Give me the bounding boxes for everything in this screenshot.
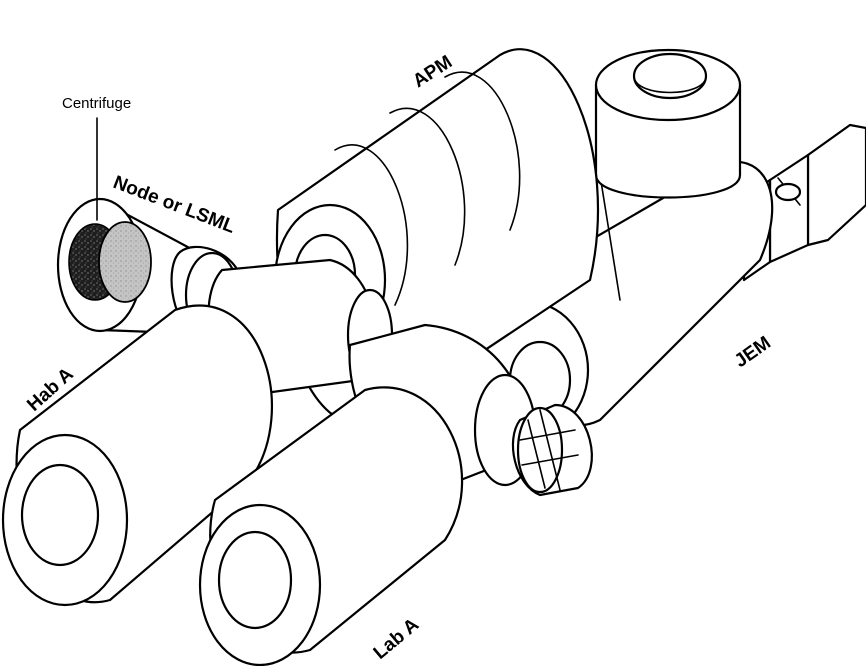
label-apm: APM <box>409 52 456 93</box>
centrifuge-drum-light <box>98 221 152 303</box>
jem-module <box>466 48 866 440</box>
hab-a-module <box>1 304 273 607</box>
label-centrifuge: Centrifuge <box>62 95 131 112</box>
label-jem: JEM <box>731 332 775 372</box>
lab-a-module <box>198 386 463 666</box>
label-lab-a: Lab A <box>370 614 424 664</box>
